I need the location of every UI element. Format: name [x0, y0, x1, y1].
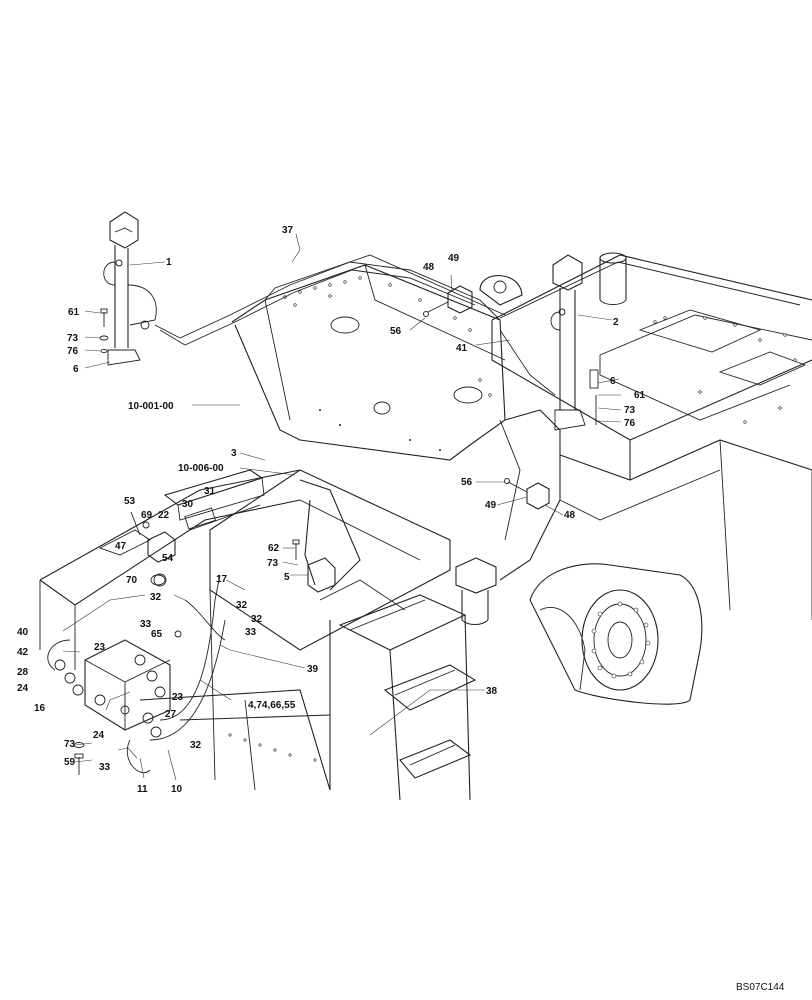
central-bulkhead: [231, 254, 506, 461]
callout-3: 3: [231, 448, 237, 459]
callout-16: 16: [34, 703, 46, 714]
callout-61-left: 61: [68, 307, 80, 318]
valve-bank: [54, 639, 171, 738]
callout-61-right: 61: [634, 390, 646, 401]
filter-canister: [455, 557, 497, 625]
hydraulic-block: [147, 469, 265, 587]
callout-33-a: 33: [140, 619, 152, 630]
callout-76-left: 76: [67, 346, 79, 357]
callout-31: 31: [204, 486, 216, 497]
callout-47: 47: [115, 541, 127, 552]
left-support-post: [103, 211, 157, 366]
callout-6-right: 6: [610, 376, 616, 387]
document-code: BS07C144: [736, 982, 785, 993]
callout-48-lower: 48: [564, 510, 576, 521]
callout-38: 38: [486, 686, 498, 697]
callout-49-top: 49: [448, 253, 460, 264]
callout-41: 41: [456, 343, 468, 354]
callout-33-b: 33: [245, 627, 257, 638]
hose-37: [154, 261, 501, 346]
lifting-lug: [479, 275, 523, 306]
callout-42: 42: [17, 647, 29, 658]
callout-24-a: 24: [17, 683, 29, 694]
callout-56-lower: 56: [461, 477, 473, 488]
callout-69: 69: [141, 510, 153, 521]
callout-49-lower: 49: [485, 500, 497, 511]
hose-41: [499, 329, 556, 396]
access-steps: [329, 594, 477, 801]
left-platform: [39, 469, 451, 670]
callout-23-a: 23: [94, 642, 106, 653]
callout-32-c: 32: [251, 614, 263, 625]
callout-17: 17: [216, 574, 228, 585]
callout-59: 59: [64, 757, 76, 768]
callout-39: 39: [307, 664, 319, 675]
callout-73-center: 73: [267, 558, 279, 569]
callout-32-a: 32: [150, 592, 162, 603]
reference-10-001-00: 10-001-00: [128, 401, 174, 412]
callout-2: 2: [613, 317, 619, 328]
callout-32-b: 32: [236, 600, 248, 611]
chassis-frame: [39, 254, 812, 801]
callout-23-b: 23: [172, 692, 184, 703]
callout-30: 30: [182, 499, 194, 510]
callout-27: 27: [165, 709, 177, 720]
callout-70: 70: [126, 575, 138, 586]
callout-4-74-66-55: 4,74,66,55: [248, 700, 296, 711]
callout-54: 54: [162, 553, 174, 564]
callout-28: 28: [17, 667, 29, 678]
callout-40: 40: [17, 627, 29, 638]
callout-11: 11: [137, 784, 148, 795]
callout-6-left: 6: [73, 364, 79, 375]
leader-lines: [62, 233, 622, 781]
callout-48-top: 48: [423, 262, 435, 273]
reference-10-006-00: 10-006-00: [178, 463, 224, 474]
callout-5: 5: [284, 572, 290, 583]
exhaust-pipe: [599, 252, 627, 305]
right-support-post: [550, 254, 599, 431]
callout-56-top: 56: [390, 326, 402, 337]
callout-53: 53: [124, 496, 136, 507]
clamp-bracket-top: [423, 285, 473, 317]
bulkhead-top-holes: [283, 276, 492, 397]
callout-62: 62: [268, 543, 280, 554]
callout-24-b: 24: [93, 730, 105, 741]
callout-32-d: 32: [190, 740, 202, 751]
loose-hardware: [73, 308, 336, 775]
callout-73-left: 73: [67, 333, 79, 344]
callout-65: 65: [151, 629, 163, 640]
callout-1: 1: [166, 257, 172, 268]
callout-76-right: 76: [624, 418, 636, 429]
hose-set: [47, 574, 226, 774]
callout-73-lower: 73: [64, 739, 76, 750]
callout-37: 37: [282, 225, 294, 236]
callout-22: 22: [158, 510, 170, 521]
callout-73-right: 73: [624, 405, 636, 416]
wheel-hub: [529, 563, 703, 705]
clamp-bracket-lower: [504, 478, 550, 510]
callout-labels: 1 2 3 4,74,66,55 5 6 6 10 11 16 17 22 23…: [17, 225, 646, 795]
callout-33-c: 33: [99, 762, 111, 773]
callout-10: 10: [171, 784, 183, 795]
deck-bolt-holes: [653, 316, 797, 424]
